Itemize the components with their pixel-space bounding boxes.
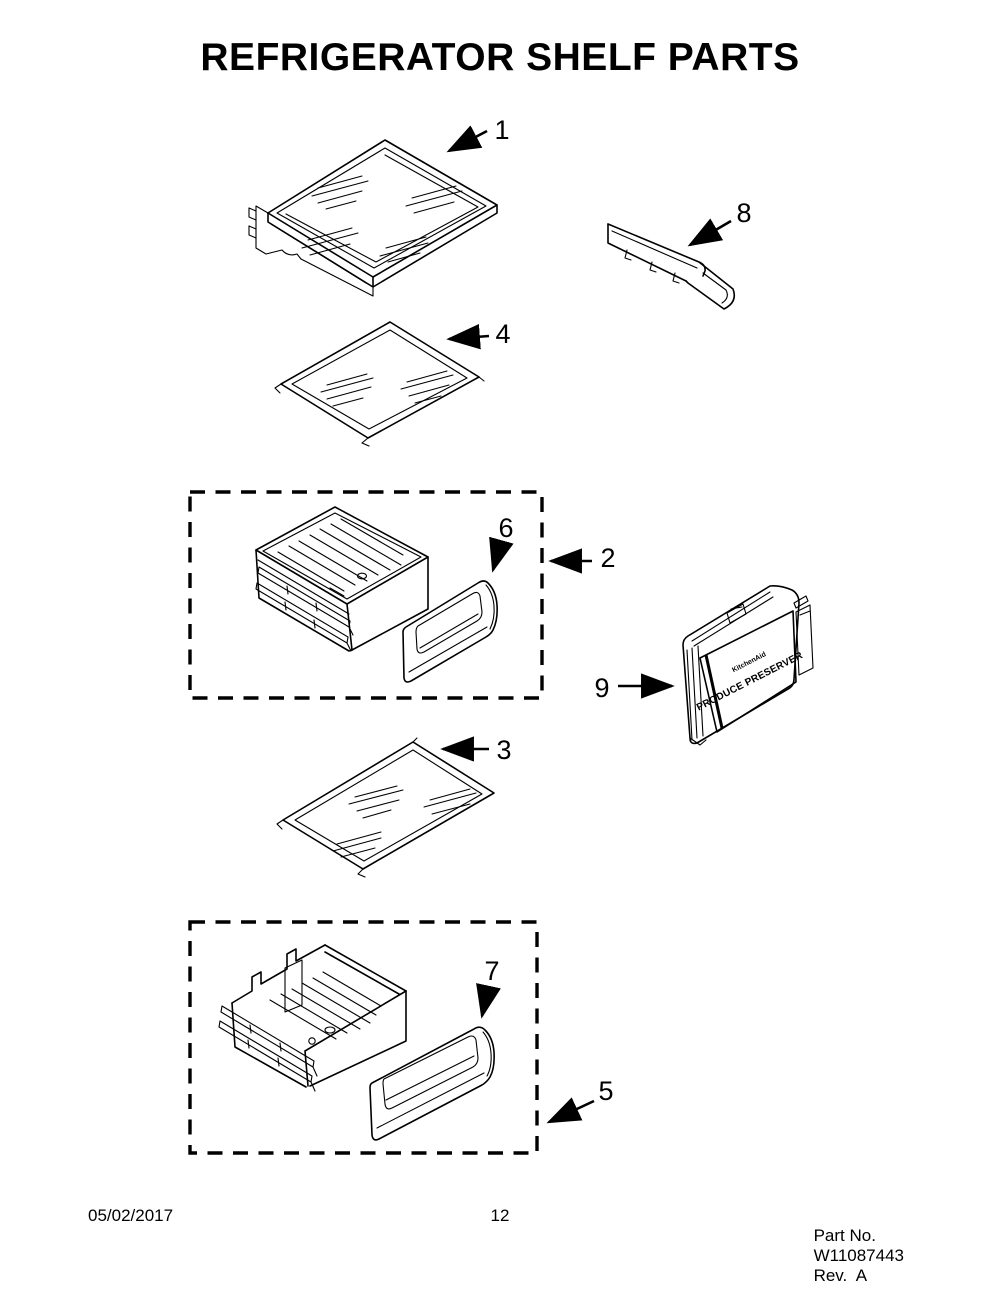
callout-2: 2 (548, 543, 616, 574)
part-6-drawer-front-drawing (402, 580, 498, 683)
group-5-drawer-assembly (188, 920, 539, 1155)
callout-1-arrow (446, 125, 488, 153)
callout-7-arrow (476, 983, 501, 1019)
part-8-trim-drawing (607, 223, 736, 310)
callout-2-label: 2 (600, 543, 615, 573)
callout-8-label: 8 (736, 198, 751, 228)
part-3-shelf-drawing (276, 737, 495, 878)
callout-4-label: 4 (495, 319, 510, 349)
callout-6-label: 6 (498, 513, 513, 543)
group-5-dashed-box (188, 920, 539, 1155)
footer-revision: Rev. A (813, 1266, 868, 1285)
callout-7: 7 (476, 956, 501, 1019)
callout-9: 9 (594, 673, 675, 703)
callout-8: 8 (687, 198, 752, 247)
callout-4-arrow (446, 324, 490, 350)
callout-3: 3 (440, 735, 512, 765)
footer-date: 05/02/2017 (88, 1206, 174, 1225)
part-7-drawer-front-drawing (369, 1026, 495, 1141)
callout-1-label: 1 (494, 115, 509, 145)
footer-part-info: Part No. W11087443 Rev. A (795, 1206, 922, 1306)
part-1-shelf-drawing (248, 139, 498, 297)
part-5-drawer-bin-drawing (218, 944, 407, 1092)
footer-part-label: Part No. (813, 1226, 876, 1245)
callout-7-label: 7 (484, 956, 499, 986)
callout-5-label: 5 (598, 1076, 613, 1106)
footer-part-number: W11087443 (813, 1246, 904, 1265)
callout-5-arrow (546, 1097, 595, 1124)
callout-9-label: 9 (594, 673, 609, 703)
callout-6: 6 (489, 513, 514, 573)
callout-1: 1 (446, 115, 510, 153)
callout-4: 4 (446, 319, 511, 350)
callout-6-arrow (489, 536, 514, 573)
callout-5: 5 (546, 1076, 614, 1124)
part-9-produce-preserver-drawing: KitchenAid PRODUCE PRESERVER (682, 585, 814, 746)
footer-page-number: 12 (490, 1206, 510, 1225)
group-2-drawer-assembly (188, 490, 544, 700)
part-2-drawer-bin-drawing (255, 506, 429, 652)
page-title: REFRIGERATOR SHELF PARTS (200, 36, 800, 79)
callout-8-arrow (687, 218, 732, 247)
part-4-shelf-drawing (274, 321, 485, 447)
callout-3-label: 3 (496, 735, 511, 765)
